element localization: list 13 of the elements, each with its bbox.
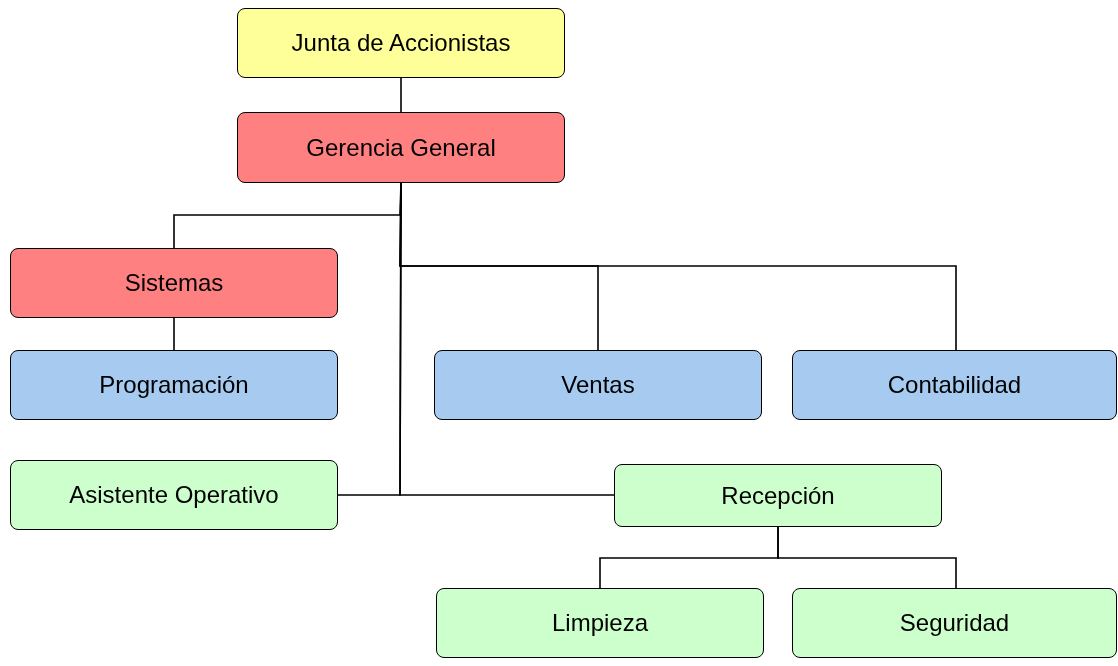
connector-line: [400, 77, 402, 113]
org-box: Gerencia General: [237, 112, 565, 183]
org-box: Seguridad: [792, 588, 1117, 658]
org-box: Recepción: [614, 464, 942, 527]
org-box: Ventas: [434, 350, 762, 420]
connector-line: [173, 317, 175, 351]
org-box: Contabilidad: [792, 350, 1117, 420]
org-box: Asistente Operativo: [10, 460, 338, 530]
connector-line: [777, 526, 957, 589]
org-box: Sistemas: [10, 248, 338, 318]
org-box: Junta de Accionistas: [237, 8, 565, 78]
org-box: Programación: [10, 350, 338, 420]
org-box: Limpieza: [436, 588, 764, 658]
